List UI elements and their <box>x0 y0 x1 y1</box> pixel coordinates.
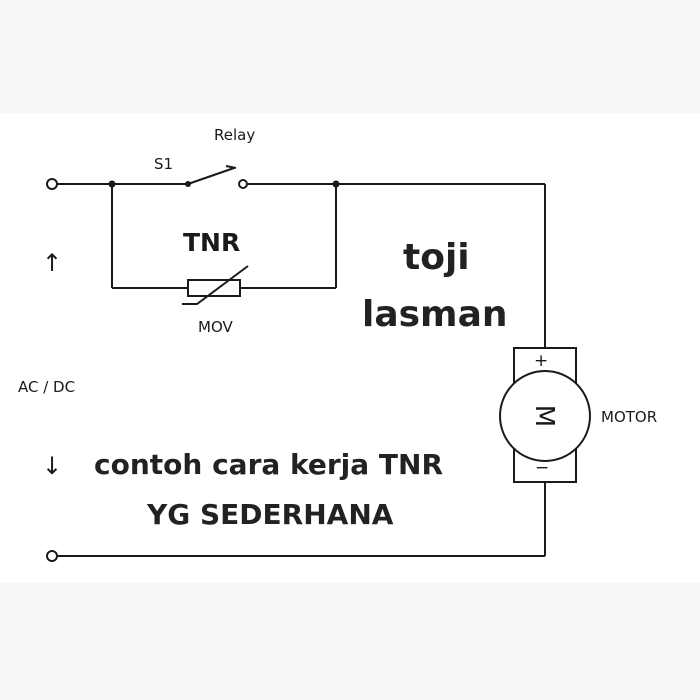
motor-minus-terminal: − <box>535 458 550 478</box>
tnr-label: TNR <box>183 228 241 257</box>
junction-right <box>332 180 340 188</box>
source-label: AC / DC <box>18 378 76 396</box>
arrow-down-icon: ↓ <box>42 452 63 480</box>
switch-contact-tip <box>225 165 237 169</box>
brand-line-1: toji <box>403 237 470 278</box>
switch-contact <box>238 179 248 189</box>
motor-plus-terminal: + <box>534 351 549 371</box>
motor-circle <box>499 370 591 462</box>
switch-pivot <box>185 181 191 187</box>
terminal-top <box>46 178 58 190</box>
mov-label: MOV <box>198 318 233 336</box>
switch-blade <box>187 167 235 185</box>
motor-symbol: M <box>529 404 559 428</box>
mov-varistor-slash <box>182 265 249 305</box>
relay-label: Relay <box>214 126 256 144</box>
junction-left <box>108 180 116 188</box>
caption-line-1: contoh cara kerja TNR <box>94 448 444 481</box>
caption-line-2: YG SEDERHANA <box>147 498 394 531</box>
terminal-bottom <box>46 550 58 562</box>
motor-label: MOTOR <box>601 408 658 426</box>
diagram-panel <box>0 113 700 583</box>
arrow-up-icon: ↑ <box>42 249 63 277</box>
mov-body <box>187 279 241 297</box>
brand-line-2: lasman <box>362 294 508 335</box>
switch-label: S1 <box>154 155 174 173</box>
